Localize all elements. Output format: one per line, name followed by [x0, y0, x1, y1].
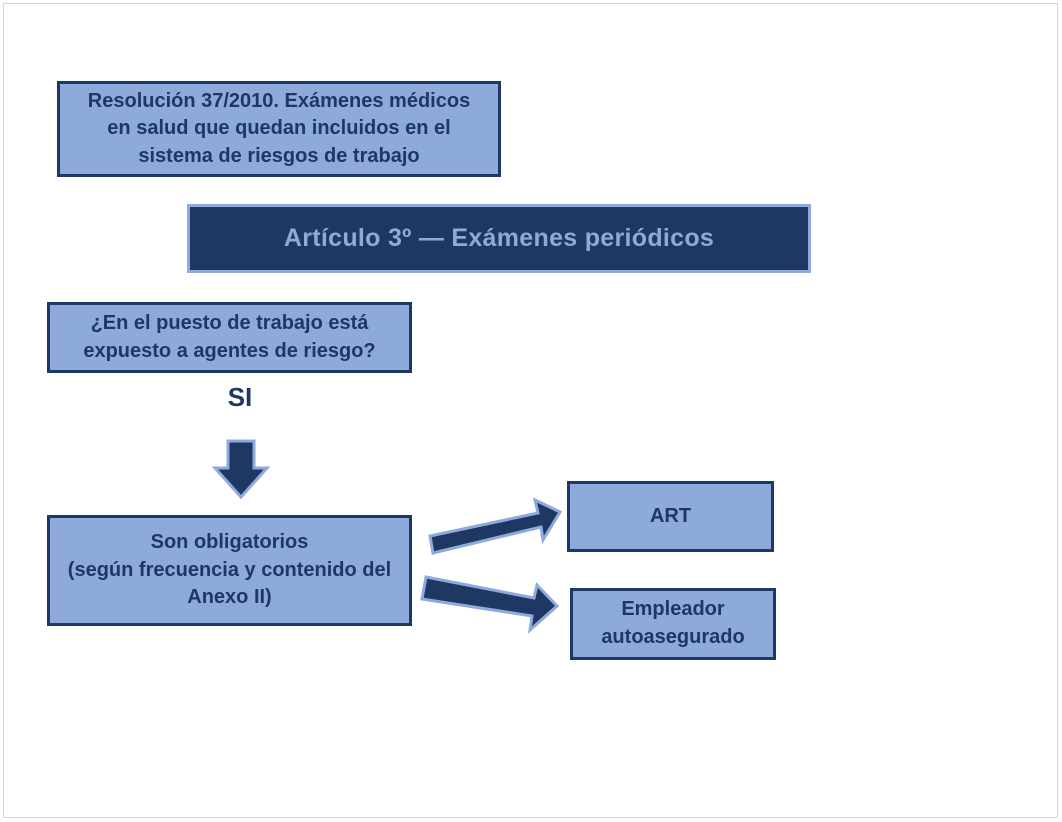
art-text: ART — [649, 504, 692, 527]
mandatory-line: Son obligatorios — [150, 531, 309, 554]
arrow-to-art-icon — [428, 497, 563, 555]
mandatory-line: (según frecuencia y contenido del — [67, 558, 392, 581]
employer-box: Empleador autoasegurado — [570, 588, 776, 660]
resolution-title-box: Resolución 37/2010. Exámenes médicos en … — [57, 81, 501, 177]
arrow-to-employer-icon — [420, 575, 560, 634]
down-arrow-icon — [211, 439, 271, 500]
title-line: en salud que quedan incluidos en el — [107, 117, 451, 140]
employer-line: Empleador — [621, 598, 725, 621]
title-line: sistema de riesgos de trabajo — [138, 144, 420, 167]
article-header-box: Artículo 3º — Exámenes periódicos — [187, 204, 811, 273]
employer-line: autoasegurado — [601, 626, 745, 648]
question-line: ¿En el puesto de trabajo está — [90, 311, 369, 334]
article-header-text: Artículo 3º — Exámenes periódicos — [283, 224, 715, 253]
mandatory-line: Anexo II) — [187, 586, 272, 609]
title-line: Resolución 37/2010. Exámenes médicos — [87, 89, 471, 112]
mandatory-box: Son obligatorios (según frecuencia y con… — [47, 515, 412, 626]
answer-yes-label: SI — [227, 382, 253, 412]
art-box: ART — [567, 481, 774, 552]
question-box: ¿En el puesto de trabajo está expuesto a… — [47, 302, 412, 373]
question-line: expuesto a agentes de riesgo? — [83, 339, 376, 362]
